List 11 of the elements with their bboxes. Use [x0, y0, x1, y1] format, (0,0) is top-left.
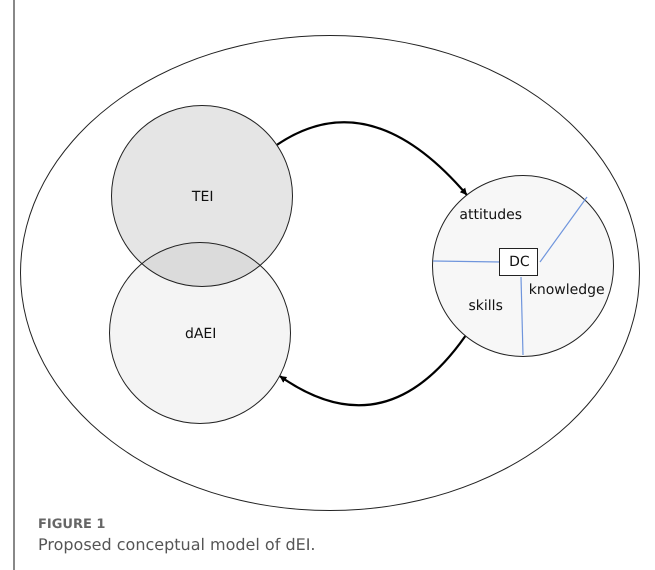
node-label: TEI: [192, 188, 214, 205]
curved-arrow: [279, 336, 466, 406]
process-box: [499, 248, 538, 276]
curved-arrow: [276, 121, 468, 196]
figure-number: FIGURE 1: [38, 517, 106, 532]
node-label: knowledge: [528, 282, 605, 298]
node-label: skills: [468, 298, 503, 314]
node-label: DC: [509, 254, 530, 270]
node-label: attitudes: [459, 206, 522, 223]
figure-caption: Proposed conceptual model of dEI.: [38, 535, 316, 554]
node-label: dAEI: [184, 326, 216, 342]
